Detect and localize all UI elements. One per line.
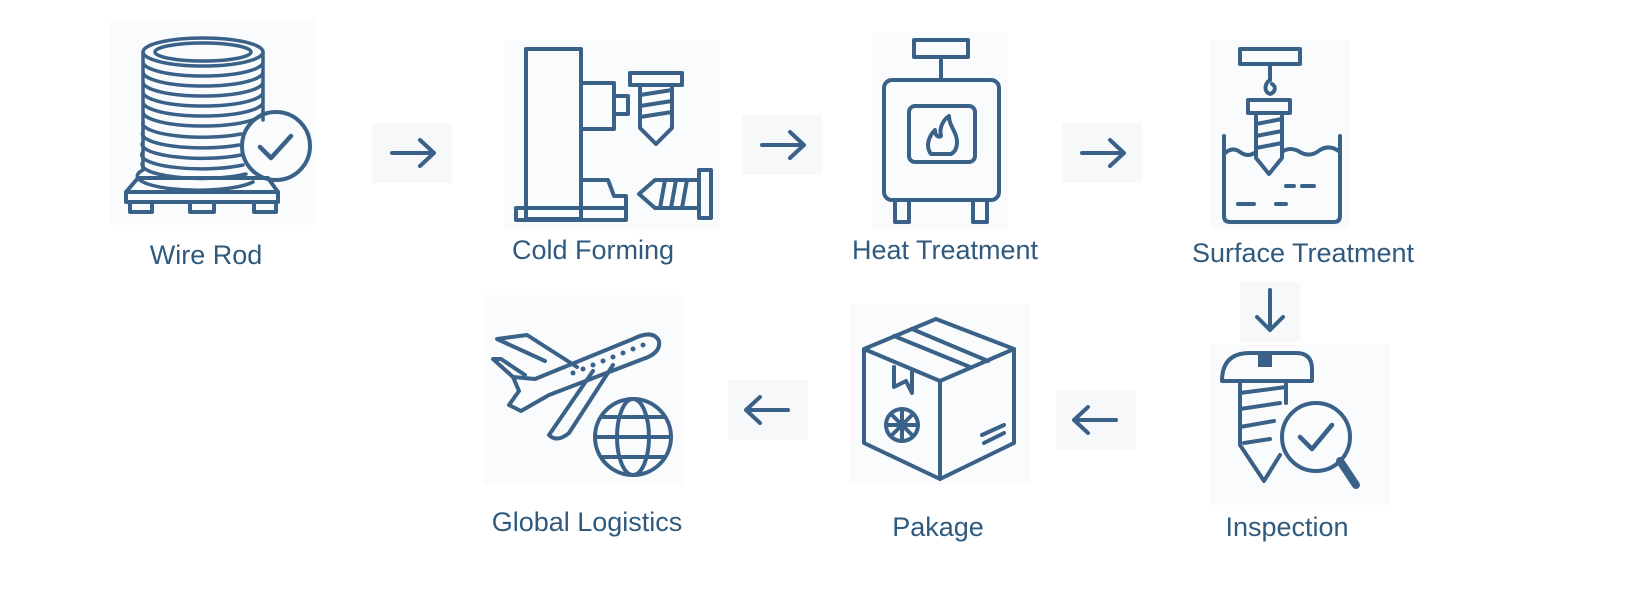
wire-coil-check-icon <box>110 20 315 225</box>
airplane-globe-icon <box>483 295 683 485</box>
screw-magnifier-check-icon <box>1210 345 1390 505</box>
step-label-wire-rod: Wire Rod <box>149 240 263 270</box>
step-label-cold-forming: Cold Forming <box>511 235 675 265</box>
forming-press-screw-icon <box>505 40 720 230</box>
arrow-left-icon <box>1056 390 1136 450</box>
arrow-right-icon <box>372 123 452 183</box>
furnace-flame-icon <box>873 32 1008 230</box>
step-label-inspection: Inspection <box>1225 512 1349 542</box>
arrow-left-icon <box>728 380 808 440</box>
step-label-heat-treatment: Heat Treatment <box>851 235 1039 265</box>
arrow-down-icon <box>1240 282 1300 342</box>
step-label-surface-treatment: Surface Treatment <box>1191 238 1415 268</box>
arrow-right-icon <box>742 115 822 175</box>
plating-bath-screw-icon <box>1210 40 1350 230</box>
step-label-package: Pakage <box>892 512 984 542</box>
step-label-global-logistics: Global Logistics <box>491 507 683 537</box>
box-package-icon <box>850 305 1030 485</box>
arrow-right-icon <box>1062 123 1142 183</box>
